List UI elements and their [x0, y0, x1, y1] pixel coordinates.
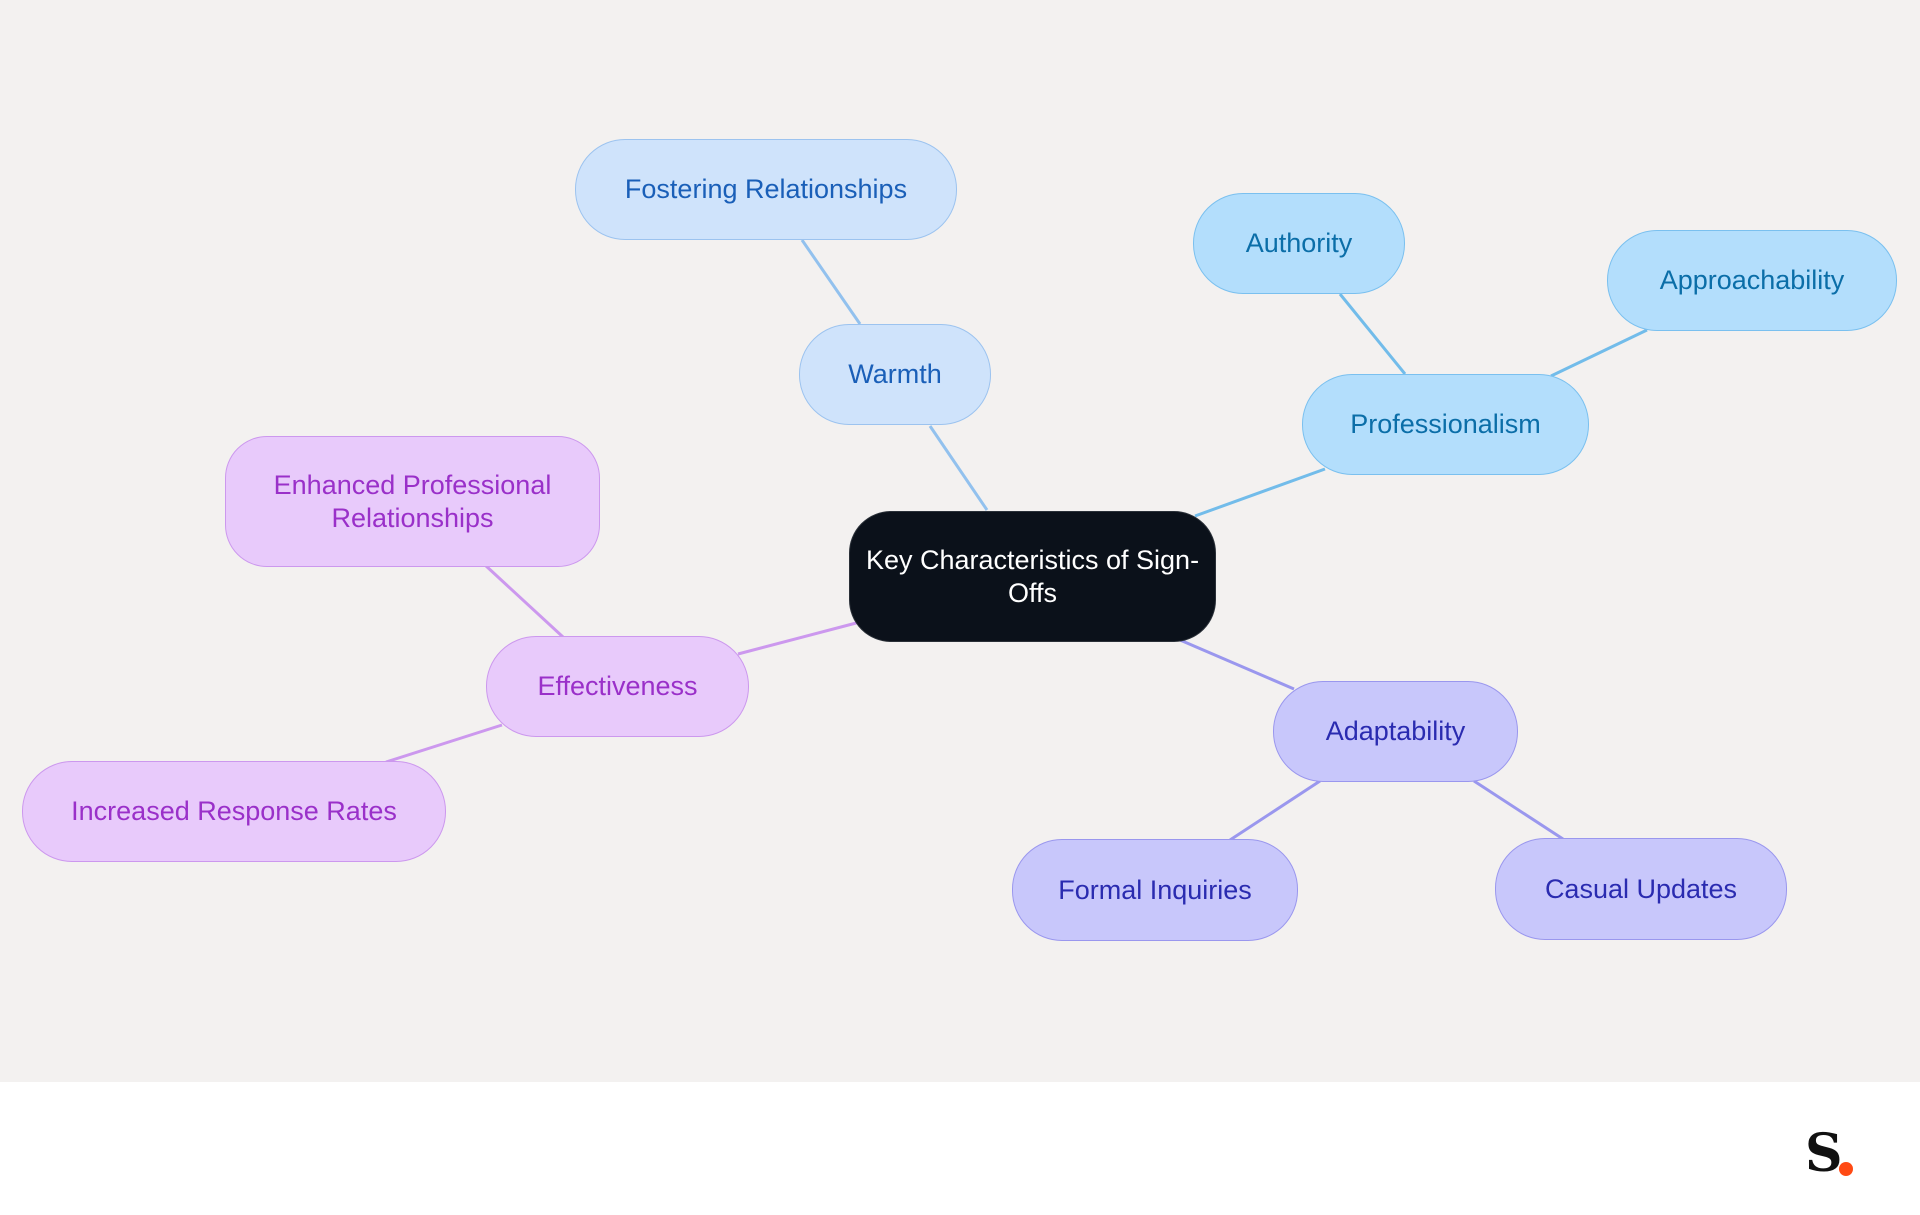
node-approachability: Approachability	[1607, 230, 1897, 331]
logo-dot	[1839, 1162, 1853, 1176]
node-enhanced-professional-relationships: Enhanced Professional Relationships	[225, 436, 600, 567]
link-root-warmth	[928, 425, 989, 511]
node-increased-response-rates: Increased Response Rates	[22, 761, 446, 862]
node-professionalism: Professionalism	[1302, 374, 1589, 475]
logo-icon: S	[1805, 1128, 1865, 1180]
link-root-professionalism	[1194, 467, 1326, 518]
node-authority: Authority	[1193, 193, 1405, 294]
link-root-effectiveness	[737, 620, 861, 656]
link-adaptability-casual	[1473, 779, 1564, 841]
node-warmth: Warmth	[799, 324, 991, 425]
link-professionalism-authority	[1338, 293, 1407, 375]
root-node: Key Characteristics of Sign-Offs	[849, 511, 1216, 642]
node-casual-updates: Casual Updates	[1495, 838, 1787, 940]
link-adaptability-formal	[1229, 779, 1321, 842]
link-effectiveness-increased	[385, 723, 503, 764]
node-effectiveness: Effectiveness	[486, 636, 749, 737]
link-warmth-fostering	[800, 239, 862, 325]
logo-letter: S	[1805, 1123, 1843, 1184]
footer-bar	[0, 1082, 1920, 1215]
node-adaptability: Adaptability	[1273, 681, 1518, 782]
link-professionalism-approachability	[1550, 328, 1648, 378]
link-effectiveness-enhanced	[483, 563, 565, 639]
link-root-adaptability	[1179, 638, 1295, 691]
mindmap-links	[385, 239, 1648, 842]
node-formal-inquiries: Formal Inquiries	[1012, 839, 1298, 941]
node-fostering-relationships: Fostering Relationships	[575, 139, 957, 240]
mindmap-canvas: Key Characteristics of Sign-Offs Warmth …	[0, 0, 1920, 1082]
